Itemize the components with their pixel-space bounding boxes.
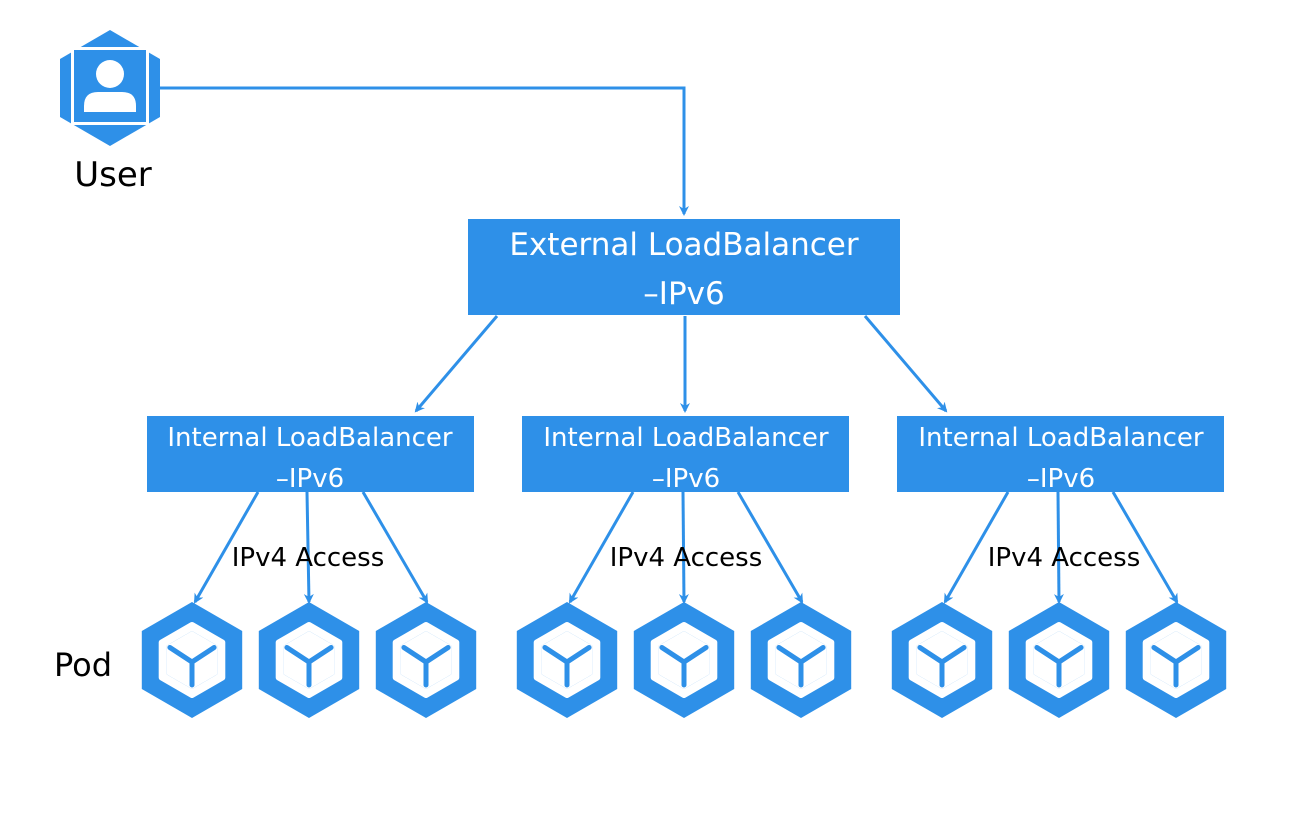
ipv4-access-label: IPv4 Access: [232, 543, 385, 573]
pod-row: [141, 602, 1227, 718]
internal-loadbalancer-box: Internal LoadBalancer –IPv6: [897, 416, 1224, 494]
lb3-to-pod7-arrow: [943, 491, 1010, 604]
pod-label: Pod: [54, 646, 112, 684]
external-loadbalancer-box: External LoadBalancer –IPv6: [468, 219, 900, 315]
lb2-to-pod6-arrow: [736, 491, 804, 604]
lb3-to-pod8-arrow: [1053, 491, 1064, 604]
user-icon: [60, 30, 160, 146]
connectors: [158, 86, 1179, 604]
lb1-to-pod2-arrow: [303, 491, 314, 604]
internal-lb-title: Internal LoadBalancer: [167, 423, 453, 453]
pod-cube-icon: [633, 602, 735, 718]
internal-loadbalancer-box: Internal LoadBalancer –IPv6: [522, 416, 849, 494]
lb2-to-pod4-arrow: [568, 491, 635, 604]
pod-cube-icon: [141, 602, 243, 718]
internal-lb-subtitle: –IPv6: [276, 464, 344, 494]
pod-cube-icon: [516, 602, 618, 718]
pod-cube-icon: [750, 602, 852, 718]
pod-cube-icon: [1125, 602, 1227, 718]
internal-lb-subtitle: –IPv6: [1027, 464, 1095, 494]
user-node: User: [60, 30, 160, 195]
external-to-internal-lb-1-arrow: [414, 315, 499, 413]
pod-cube-icon: [1008, 602, 1110, 718]
pod-cube-icon: [375, 602, 477, 718]
lb1-to-pod3-arrow: [361, 491, 429, 604]
user-label: User: [74, 155, 152, 195]
external-lb-title: External LoadBalancer: [509, 227, 858, 263]
ipv4-access-label: IPv4 Access: [610, 543, 763, 573]
internal-lb-title: Internal LoadBalancer: [918, 423, 1204, 453]
external-to-internal-lb-3-arrow: [863, 315, 948, 413]
internal-loadbalancer-box: Internal LoadBalancer –IPv6: [147, 416, 474, 494]
lb2-to-pod5-arrow: [678, 491, 689, 604]
user-to-external-lb-arrow: [158, 86, 689, 216]
internal-lb-subtitle: –IPv6: [652, 464, 720, 494]
internal-lb-title: Internal LoadBalancer: [543, 423, 829, 453]
pod-cube-icon: [891, 602, 993, 718]
pod-cube-icon: [258, 602, 360, 718]
lb1-to-pod1-arrow: [193, 491, 260, 604]
lb3-to-pod9-arrow: [1111, 491, 1179, 604]
ipv4-access-label: IPv4 Access: [988, 543, 1141, 573]
external-lb-subtitle: –IPv6: [643, 276, 724, 312]
